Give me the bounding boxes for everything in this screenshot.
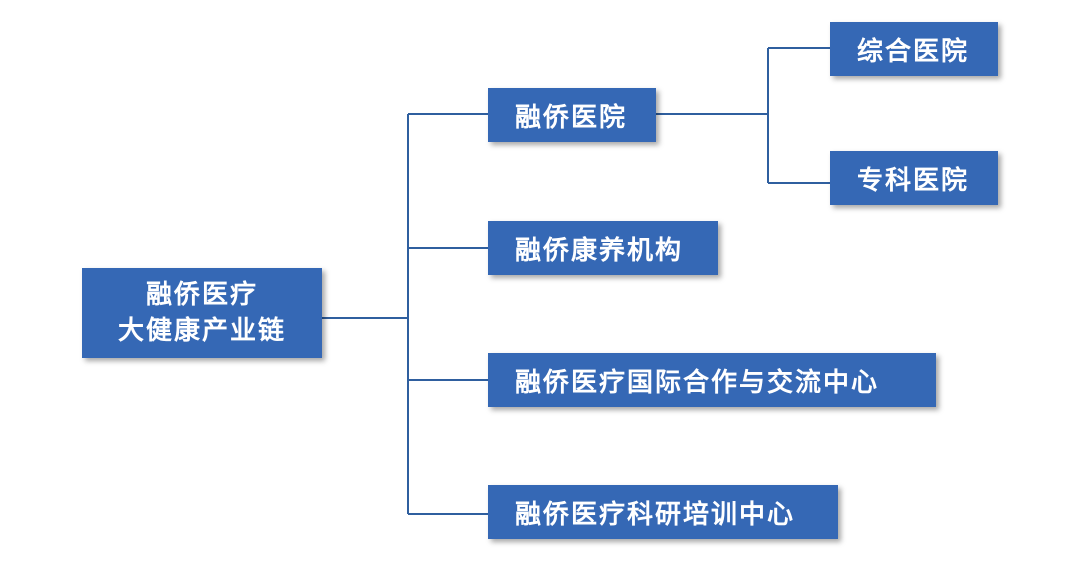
sub-node-label: 专科医院 [857, 165, 970, 196]
branch-node-label: 融侨康养机构 [515, 235, 684, 266]
branch-node-elderly-care: 融侨康养机构 [488, 221, 718, 275]
branch-node-label: 融侨医疗国际合作与交流中心 [515, 367, 880, 398]
root-node-line1: 融侨医疗 [145, 280, 258, 310]
branch-node-research-training-center: 融侨医疗科研培训中心 [488, 485, 838, 539]
sub-node-general-hospital: 综合医院 [830, 22, 998, 76]
sub-node-label: 综合医院 [857, 36, 970, 67]
sub-node-specialty-hospital: 专科医院 [830, 151, 998, 205]
branch-node-international-center: 融侨医疗国际合作与交流中心 [488, 353, 936, 407]
root-node-line2: 大健康产业链 [117, 316, 286, 346]
branch-node-label: 融侨医院 [515, 102, 628, 133]
branch-node-rongqiao-hospital: 融侨医院 [488, 88, 656, 142]
branch-node-label: 融侨医疗科研培训中心 [515, 499, 796, 530]
root-node: 融侨医疗 大健康产业链 [82, 268, 322, 358]
